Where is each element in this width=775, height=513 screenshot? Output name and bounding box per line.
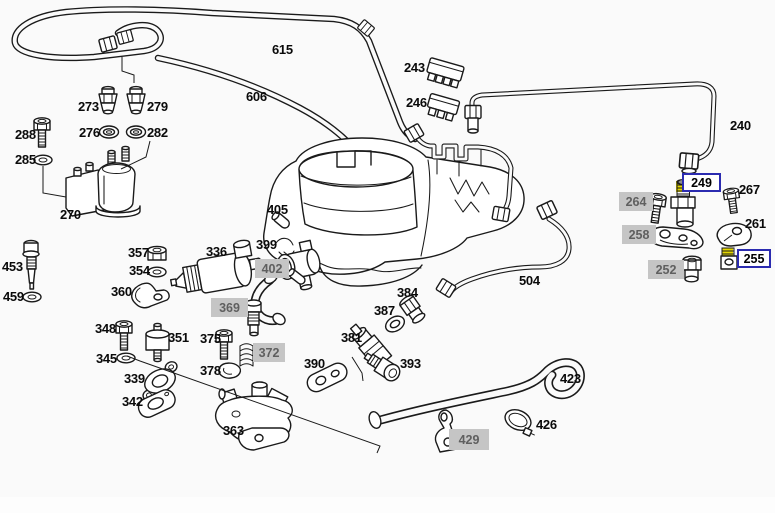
part-label-453[interactable]: 453 [2,259,23,274]
part-label-348[interactable]: 348 [95,321,116,336]
regulator-270-drawing [65,145,141,218]
part-label-615[interactable]: 615 [272,42,293,57]
bracket-390-drawing [306,362,348,393]
part-label-384[interactable]: 384 [397,285,418,300]
fuel-rail-drawing [403,122,514,223]
part-label-372[interactable]: 372 [253,343,285,362]
part-label-393[interactable]: 393 [400,356,421,371]
seal-387-drawing [384,315,406,333]
part-label-369[interactable]: 369 [211,298,248,317]
fitting-384-drawing [399,294,426,324]
fuel-line-240-drawing [464,81,717,175]
sensor-453-drawing [22,239,40,290]
bracket-258-drawing [650,226,704,250]
part-label-504[interactable]: 504 [519,273,540,288]
part-label-342[interactable]: 342 [122,394,143,409]
part-label-459[interactable]: 459 [3,289,24,304]
part-label-252[interactable]: 252 [648,260,684,279]
callout-leader-lines [42,57,381,454]
part-label-399[interactable]: 399 [256,237,277,252]
part-label-246[interactable]: 246 [406,95,427,110]
part-label-270[interactable]: 270 [60,207,81,222]
part-label-255[interactable]: 255 [737,249,771,268]
part-label-336[interactable]: 336 [206,244,227,259]
fuel-line-615-drawing [11,6,419,143]
part-label-339[interactable]: 339 [124,371,145,386]
part-label-282[interactable]: 282 [147,125,168,140]
part-label-345[interactable]: 345 [96,351,117,366]
part-label-606[interactable]: 606 [246,89,267,104]
pin-402-drawing [287,268,306,285]
bracket-261-drawing [716,222,752,247]
part-label-264[interactable]: 264 [619,192,653,211]
clip-255-drawing [720,247,738,270]
hose-504-drawing [435,199,572,299]
part-label-375[interactable]: 375 [200,331,221,346]
part-label-249[interactable]: 249 [682,173,721,192]
clamp-426-drawing [504,409,535,437]
fitting-252-drawing [682,255,702,283]
pump-336-drawing [169,239,263,294]
part-label-390[interactable]: 390 [304,356,325,371]
part-label-429[interactable]: 429 [449,429,489,450]
part-label-243[interactable]: 243 [404,60,425,75]
pin-405-drawing [271,211,290,229]
part-label-378[interactable]: 378 [200,363,221,378]
part-label-354[interactable]: 354 [129,263,150,278]
part-label-288[interactable]: 288 [15,127,36,142]
part-label-261[interactable]: 261 [745,216,766,231]
part-label-258[interactable]: 258 [622,225,656,244]
part-label-363[interactable]: 363 [223,423,244,438]
clip-378-drawing [218,362,242,379]
nut-357-drawing [147,245,167,261]
valve-393-drawing [363,352,401,382]
part-label-240[interactable]: 240 [730,118,751,133]
part-label-267[interactable]: 267 [739,182,760,197]
part-label-276[interactable]: 276 [79,125,100,140]
part-label-351[interactable]: 351 [168,330,189,345]
part-label-387[interactable]: 387 [374,303,395,318]
damper-351-drawing [145,322,170,363]
rail-246-drawing [426,92,461,122]
gasket-342-drawing [137,389,176,418]
bottom-strip [0,497,775,513]
plug-369-drawing [245,299,262,337]
part-label-279[interactable]: 279 [147,99,168,114]
part-label-285[interactable]: 285 [15,152,36,167]
hose-423-drawing [368,358,585,429]
part-label-402[interactable]: 402 [255,259,289,278]
rail-243-drawing [426,57,465,89]
part-label-405[interactable]: 405 [267,202,288,217]
part-label-423[interactable]: 423 [560,371,581,386]
part-label-357[interactable]: 357 [128,245,149,260]
part-label-381[interactable]: 381 [341,330,362,345]
part-label-426[interactable]: 426 [536,417,557,432]
part-label-360[interactable]: 360 [111,284,132,299]
clamp-360-drawing [131,282,170,309]
part-label-273[interactable]: 273 [78,99,99,114]
